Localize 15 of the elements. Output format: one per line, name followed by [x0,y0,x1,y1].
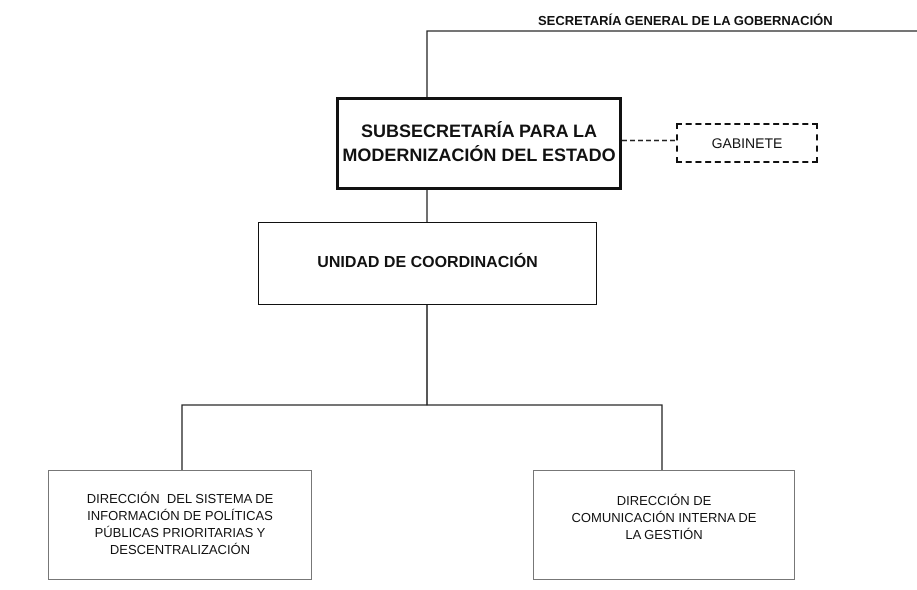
org-unit-box [533,470,795,580]
org-unit-label: SECRETARÍA GENERAL DE LA GOBERNACIÓN [538,12,833,30]
org-unit-name: DIRECCIÓN DE COMUNICACIÓN INTERNA DE LA GESTIÓN [570,493,758,544]
org-unit-name: SUBSECRETARÍA PARA LA MODERNIZACIÓN DEL ESTADO [341,120,617,166]
connector-line [426,190,428,222]
connector-line [622,140,676,142]
connector-line [426,305,663,470]
connector-line [426,30,917,98]
org-unit-name: DIRECCIÓN DEL SISTEMA DE INFORMACIÓN DE POLÍTICAS PÚBLICAS PRIORITARIAS Y DESCENTRALIZACIÓN [86,491,274,559]
org-unit-box [336,97,622,190]
org-unit-box [48,470,312,580]
org-unit-name: UNIDAD DE COORDINACIÓN [317,253,538,274]
org-unit-box [258,222,597,305]
org-unit-box [676,123,818,163]
org-unit-name: GABINETE [712,134,782,152]
